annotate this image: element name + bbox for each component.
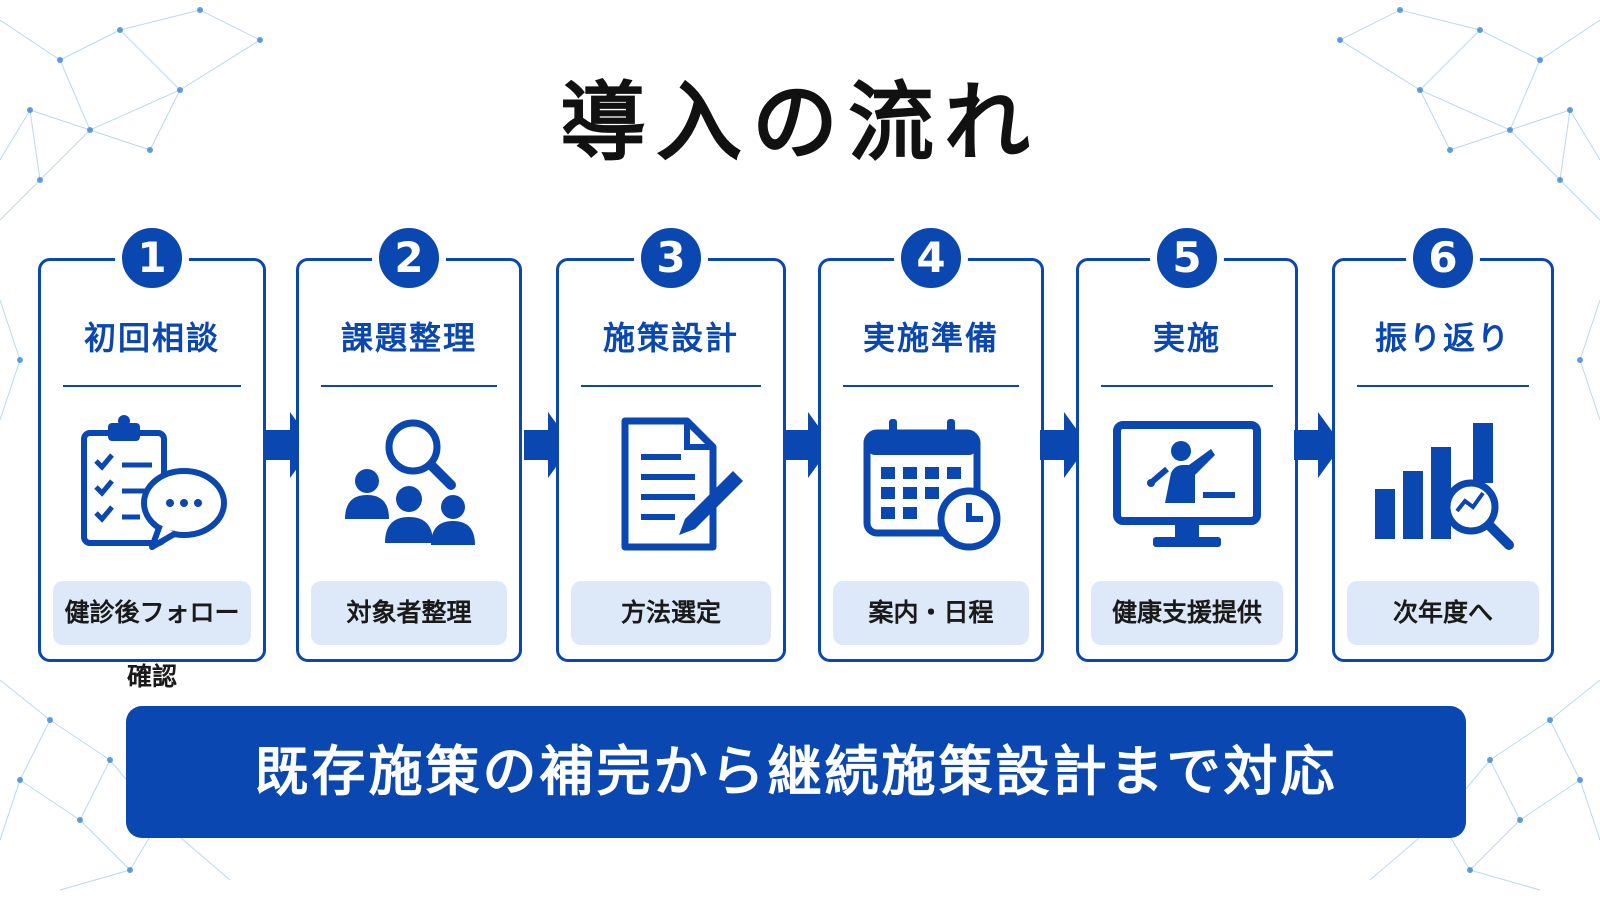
step-number-badge: 3: [634, 221, 708, 295]
step-tag: 健康支援提供: [1091, 581, 1283, 645]
step-number-badge: 6: [1406, 221, 1480, 295]
step-title: 施策設計: [602, 319, 739, 357]
divider: [581, 385, 761, 387]
document-pen-icon: [591, 411, 751, 561]
step-tag: 次年度へ: [1347, 581, 1539, 645]
step-title: 実施: [1152, 319, 1221, 357]
step-card-1: 1 初回相談 健診後フォロー確認: [38, 221, 266, 691]
summary-banner: 既存施策の補完から継続施策設計まで対応: [126, 706, 1466, 838]
step-card-6: 6 振り返り 次年度へ: [1332, 221, 1554, 662]
step-card-5: 5 実施 健康支援提供: [1076, 221, 1298, 662]
step-card-4: 4 実施準備 案内・日程: [818, 221, 1044, 662]
step-title: 実施準備: [862, 319, 999, 357]
divider: [63, 385, 241, 387]
step-tag: 対象者整理: [311, 581, 507, 645]
step-number-badge: 5: [1150, 221, 1224, 295]
step-title: 課題整理: [340, 319, 477, 357]
step-tag: 方法選定: [571, 581, 771, 645]
page-title: 導入の流れ: [560, 73, 1040, 173]
presentation-screen-icon: [1107, 411, 1267, 561]
divider: [1357, 385, 1529, 387]
step-title: 振り返り: [1374, 319, 1511, 357]
divider: [321, 385, 497, 387]
step-number-badge: 4: [894, 221, 968, 295]
divider: [1101, 385, 1273, 387]
step-tag: 案内・日程: [833, 581, 1029, 645]
step-number-badge: 2: [372, 221, 446, 295]
chart-magnifier-icon: [1363, 411, 1523, 561]
people-search-icon: [329, 411, 489, 561]
step-title: 初回相談: [83, 319, 220, 357]
divider: [843, 385, 1019, 387]
clipboard-chat-icon: [72, 411, 232, 561]
step-card-2: 2 課題整理 対象者整理: [296, 221, 522, 662]
arrow-right-icon: [1294, 412, 1342, 478]
calendar-clock-icon: [851, 411, 1011, 561]
step-number-badge: 1: [115, 221, 189, 295]
step-tag: 健診後フォロー確認: [53, 581, 251, 691]
step-card-3: 3 施策設計 方法選定: [556, 221, 786, 662]
